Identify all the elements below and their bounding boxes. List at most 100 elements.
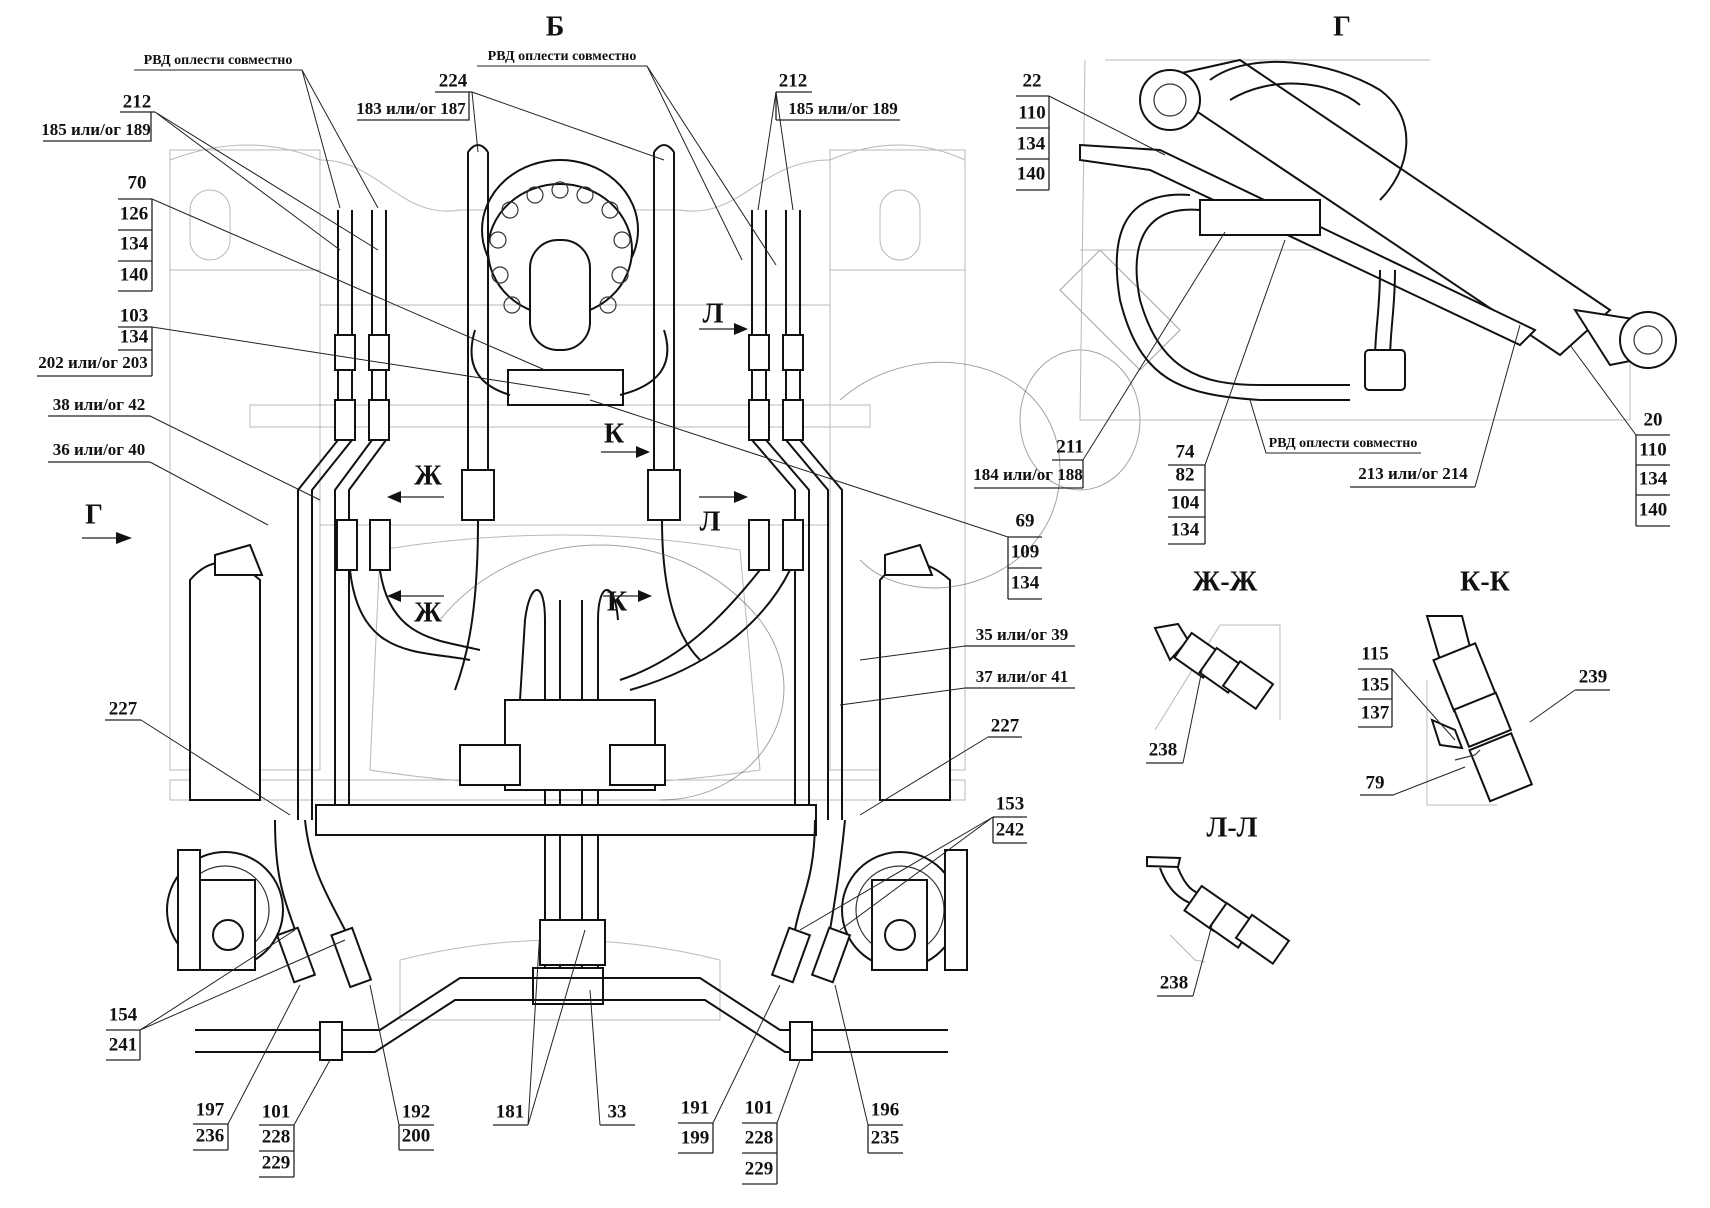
right-hydraulic-cylinder bbox=[841, 543, 968, 971]
callout-35: 35 или/ог 39 bbox=[859, 625, 1075, 661]
callout-g-211: 211 184 или/ог 188 bbox=[973, 231, 1226, 489]
callout-number: 33 bbox=[608, 1101, 627, 1122]
callout-number: 110 bbox=[1639, 439, 1666, 460]
arrow-right-icon bbox=[601, 446, 650, 458]
section-k-marker: К bbox=[604, 418, 625, 449]
callout-number: 134 bbox=[1171, 519, 1200, 540]
callout-number: 20 bbox=[1644, 409, 1663, 430]
callout-197: 197 236 bbox=[193, 984, 301, 1151]
arrow-right-icon bbox=[699, 491, 748, 503]
callout-number: 213 или/ог 214 bbox=[1358, 464, 1468, 483]
braid-note-view-g: РВД оплести совместно bbox=[1269, 436, 1418, 451]
callout-number: 238 bbox=[1160, 972, 1189, 993]
callout-153: 153 242 bbox=[799, 793, 1027, 931]
callout-number: 103 bbox=[120, 305, 149, 326]
callout-number: 70 bbox=[128, 172, 147, 193]
callout-37: 37 или/ог 41 bbox=[839, 667, 1075, 706]
callout-number: 199 bbox=[681, 1127, 710, 1148]
callout-191: 191 199 bbox=[678, 984, 781, 1154]
view-g-arrow-icon bbox=[82, 532, 132, 544]
callout-36: 36 или/ог 40 bbox=[48, 440, 269, 526]
section-k-title: К-К bbox=[1460, 566, 1511, 597]
callout-zh-238: 238 bbox=[1146, 669, 1203, 764]
callout-number: 192 bbox=[402, 1101, 431, 1122]
callout-38: 38 или/ог 42 bbox=[48, 395, 321, 501]
braid-note-center: РВД оплести совместно bbox=[488, 49, 637, 64]
callout-g-74: 74 82 104 134 bbox=[1168, 239, 1286, 545]
callout-number: 134 bbox=[120, 326, 149, 347]
section-zh-drawing bbox=[1153, 622, 1281, 731]
callout-number: 197 bbox=[196, 1099, 225, 1120]
callout-number: 126 bbox=[120, 203, 149, 224]
callout-number: 228 bbox=[262, 1126, 291, 1147]
callout-number: 137 bbox=[1361, 702, 1390, 723]
callout-g-213: 213 или/ог 214 bbox=[1350, 324, 1521, 488]
callout-k-79: 79 bbox=[1360, 766, 1466, 796]
callout-192: 192 200 bbox=[369, 984, 434, 1151]
callout-103: 103 134 202 или/ог 203 bbox=[37, 305, 591, 396]
section-k-marker-2: К bbox=[607, 586, 628, 617]
callout-number: 140 bbox=[120, 264, 149, 285]
callout-number: 69 bbox=[1016, 510, 1035, 531]
tube-pairs bbox=[297, 210, 843, 820]
section-l-marker-2: Л bbox=[700, 506, 721, 537]
tubes-224 bbox=[454, 144, 701, 691]
callout-number: 227 bbox=[991, 715, 1020, 736]
callout-number: 36 или/ог 40 bbox=[53, 440, 146, 459]
arrow-left-icon bbox=[387, 590, 444, 602]
callout-number: 229 bbox=[745, 1158, 774, 1179]
callout-number: 184 или/ог 188 bbox=[973, 465, 1083, 484]
callout-number: 211 bbox=[1056, 436, 1083, 457]
callout-number: 227 bbox=[109, 698, 138, 719]
section-zh-title: Ж-Ж bbox=[1193, 566, 1258, 597]
callout-number: 115 bbox=[1361, 643, 1388, 664]
callout-number: 79 bbox=[1366, 772, 1385, 793]
arrow-right-icon bbox=[603, 590, 652, 602]
callout-number: 185 или/ог 189 bbox=[788, 99, 898, 118]
section-l-title: Л-Л bbox=[1206, 812, 1257, 843]
callout-212-left: 212 185 или/ог 189 bbox=[41, 91, 379, 251]
callout-number: 212 bbox=[123, 91, 152, 112]
callout-g-20: 20 110 134 140 bbox=[1569, 344, 1670, 527]
motor-flange bbox=[481, 159, 639, 406]
callout-k-115: 115 135 137 bbox=[1358, 643, 1456, 741]
callout-number: 154 bbox=[109, 1004, 138, 1025]
braid-note-left: РВД оплести совместно bbox=[144, 53, 293, 68]
callout-227-left: 227 bbox=[105, 698, 291, 816]
callout-number: 236 bbox=[196, 1125, 225, 1146]
callout-227-right: 227 bbox=[859, 715, 1022, 816]
callout-number: 241 bbox=[109, 1034, 138, 1055]
callout-number: 181 bbox=[496, 1101, 525, 1122]
callout-number: 242 bbox=[996, 819, 1025, 840]
callout-number: 110 bbox=[1018, 102, 1045, 123]
callout-number: 38 или/ог 42 bbox=[53, 395, 146, 414]
callout-154: 154 241 bbox=[106, 929, 346, 1061]
callout-k-239: 239 bbox=[1529, 666, 1610, 723]
section-zh-marker-2: Ж bbox=[414, 597, 442, 628]
callout-number: 191 bbox=[681, 1097, 710, 1118]
callout-number: 109 bbox=[1011, 541, 1040, 562]
callout-number: 134 bbox=[1011, 572, 1040, 593]
callout-number: 22 bbox=[1023, 70, 1042, 91]
view-g-drawing bbox=[1079, 58, 1677, 421]
callout-number: 228 bbox=[745, 1127, 774, 1148]
callout-number: 134 bbox=[120, 233, 149, 254]
arrow-left-icon bbox=[387, 491, 444, 503]
callout-number: 101 bbox=[262, 1101, 291, 1122]
callout-number: 101 bbox=[745, 1097, 774, 1118]
callout-212-right: 212 185 или/ог 189 bbox=[757, 70, 900, 211]
left-hydraulic-cylinder bbox=[166, 543, 284, 971]
quick-couplings bbox=[274, 819, 852, 989]
view-g-title: Г bbox=[1333, 11, 1351, 42]
central-hoses bbox=[315, 589, 817, 1005]
callout-33: 33 bbox=[589, 989, 635, 1126]
callout-number: 196 bbox=[871, 1099, 900, 1120]
callout-number: 134 bbox=[1639, 468, 1668, 489]
section-l-marker: Л bbox=[703, 298, 724, 329]
callout-224: 224 183 или/ог 187 bbox=[356, 70, 665, 161]
callout-number: 235 bbox=[871, 1127, 900, 1148]
arrow-right-icon bbox=[699, 323, 748, 335]
callout-l-238: 238 bbox=[1157, 924, 1213, 997]
